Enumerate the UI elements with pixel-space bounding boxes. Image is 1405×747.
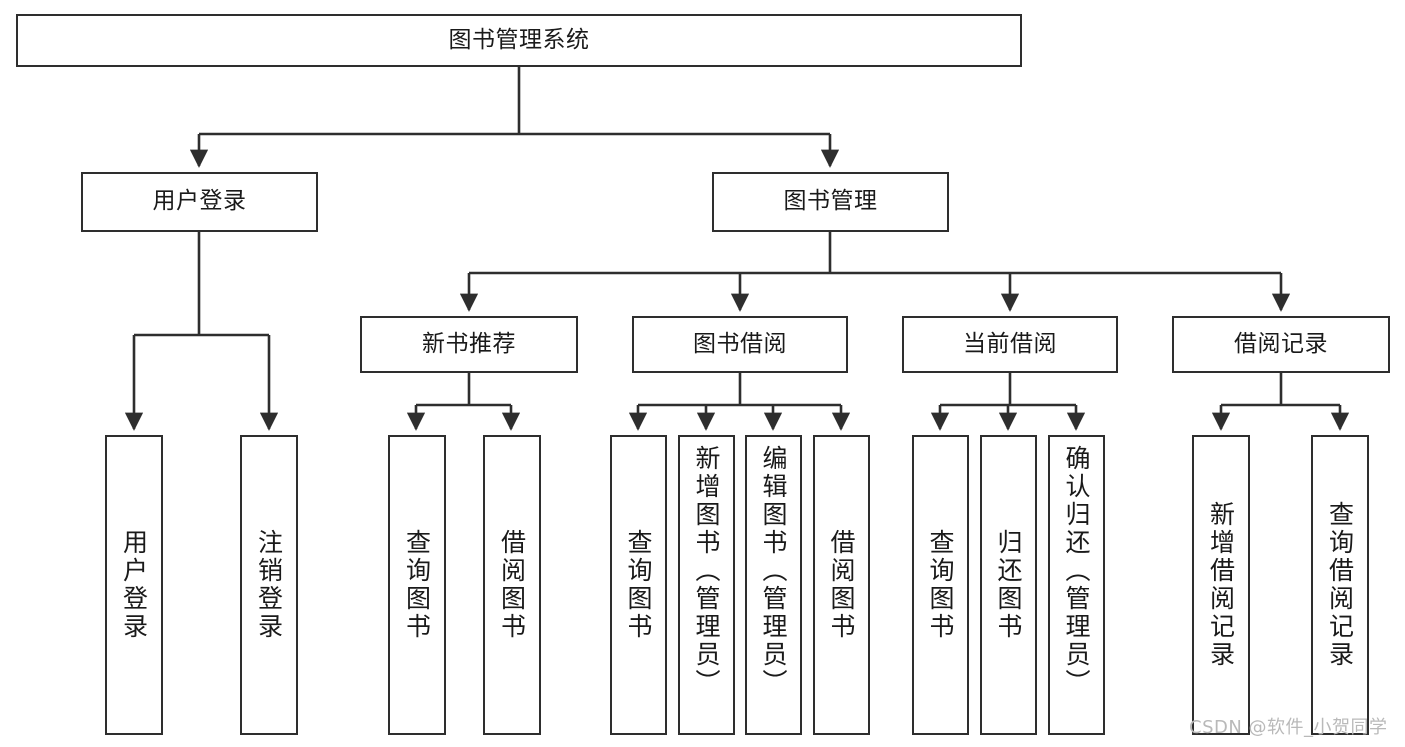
node-label: 确认归还（管理员） [1062, 445, 1091, 697]
node-label: 用户登录 [152, 188, 247, 215]
leaf-query-book[interactable]: 查询图书 [610, 435, 667, 735]
leaf-query-borrow-record[interactable]: 查询借阅记录 [1311, 435, 1369, 735]
node-label: 借阅记录 [1234, 330, 1328, 357]
node-label: 当前借阅 [963, 330, 1057, 357]
node-label: 查询图书 [624, 529, 653, 641]
node-new-book-recommend[interactable]: 新书推荐 [360, 316, 578, 373]
leaf-add-borrow-record[interactable]: 新增借阅记录 [1192, 435, 1250, 735]
leaf-confirm-return-admin[interactable]: 确认归还（管理员） [1048, 435, 1105, 735]
node-label: 借阅图书 [497, 529, 527, 641]
leaf-borrow-book-recommend[interactable]: 借阅图书 [483, 435, 541, 735]
node-label: 查询图书 [926, 529, 955, 641]
leaf-user-login[interactable]: 用户登录 [105, 435, 163, 735]
csdn-watermark: CSDN @软件_小贺同学 [1189, 717, 1388, 738]
node-label: 编辑图书（管理员） [759, 445, 788, 697]
node-label: 新书推荐 [422, 330, 516, 357]
leaf-borrow-book[interactable]: 借阅图书 [813, 435, 870, 735]
node-borrow-records[interactable]: 借阅记录 [1172, 316, 1390, 373]
node-user-login[interactable]: 用户登录 [81, 172, 318, 232]
node-label: 新增借阅记录 [1206, 501, 1236, 669]
node-root-system[interactable]: 图书管理系统 [16, 14, 1022, 67]
leaf-user-logout[interactable]: 注销登录 [240, 435, 298, 735]
leaf-edit-book-admin[interactable]: 编辑图书（管理员） [745, 435, 802, 735]
leaf-add-book-admin[interactable]: 新增图书（管理员） [678, 435, 735, 735]
node-label: 图书管理 [783, 188, 878, 215]
node-label: 用户登录 [119, 529, 149, 641]
node-label: 借阅图书 [827, 529, 856, 641]
leaf-query-book-current[interactable]: 查询图书 [912, 435, 969, 735]
node-book-borrow[interactable]: 图书借阅 [632, 316, 848, 373]
node-label: 图书管理系统 [448, 26, 590, 53]
leaf-query-book-recommend[interactable]: 查询图书 [388, 435, 446, 735]
leaf-return-book[interactable]: 归还图书 [980, 435, 1037, 735]
node-label: 归还图书 [994, 529, 1023, 641]
node-label: 注销登录 [254, 529, 284, 641]
node-label: 查询图书 [402, 529, 432, 641]
node-book-management[interactable]: 图书管理 [712, 172, 949, 232]
node-label: 新增图书（管理员） [692, 445, 721, 697]
node-label: 查询借阅记录 [1325, 501, 1355, 669]
node-label: 图书借阅 [693, 330, 787, 357]
node-current-borrow[interactable]: 当前借阅 [902, 316, 1118, 373]
